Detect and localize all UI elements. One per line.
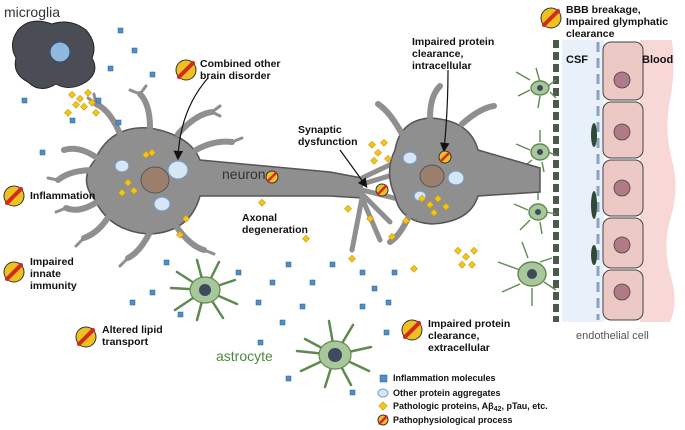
- astrocyte-endfeet: [497, 67, 559, 306]
- bbb-process-label: BBB breakage, Impaired glymphatic cleara…: [566, 4, 669, 40]
- neuron-label: neuron: [222, 166, 266, 182]
- blood-vessel: [640, 40, 676, 322]
- bbb-region: [553, 40, 676, 322]
- legend-inflammation-icon: [379, 374, 388, 383]
- legend-process-icon: [377, 414, 389, 426]
- axonal-degeneration-label: Axonal degeneration: [242, 212, 308, 236]
- pericytes: [591, 123, 597, 265]
- process-markers: [3, 7, 562, 348]
- pathologic-proteins: [64, 88, 478, 273]
- microglia-cell: [12, 20, 96, 89]
- legend-icons: [377, 374, 389, 426]
- inflammation-molecules: [21, 27, 398, 396]
- legend-pathologic-text: Pathologic proteins, Aβ42, pTau, etc.: [393, 401, 548, 413]
- annotation-arrows: [173, 69, 450, 188]
- legend-aggregate-icon: [377, 388, 389, 398]
- innate-immunity-label: Impaired innate immunity: [30, 256, 77, 292]
- legend-aggregates-text: Other protein aggregates: [393, 388, 501, 398]
- neuron-cell-2: [375, 83, 541, 245]
- intracellular-clearance-label: Impaired protein clearance, intracellula…: [412, 36, 495, 72]
- inflammation-label: Inflammation: [30, 190, 96, 202]
- legend-inflammation-text: Inflammation molecules: [393, 373, 496, 383]
- astrocyte-label: astrocyte: [216, 348, 273, 364]
- lipid-transport-label: Altered lipid transport: [102, 324, 163, 348]
- astrocyte-cell-1: [169, 258, 239, 322]
- endothelial-cells: [602, 41, 644, 321]
- csf-label: CSF: [566, 54, 588, 66]
- legend-pathologic-icon: [378, 401, 388, 411]
- microglia-label: microglia: [4, 4, 61, 20]
- endothelial-label: endothelial cell: [576, 330, 649, 342]
- synaptic-dysfunction-label: Synaptic dysfunction: [298, 124, 358, 148]
- astrocyte-cell-2: [295, 319, 373, 389]
- legend-process-text: Pathophysiological process: [393, 415, 513, 425]
- extracellular-clearance-label: Impaired protein clearance, extracellula…: [428, 318, 511, 354]
- blood-label: Blood: [642, 54, 674, 66]
- combined-disorder-label: Combined other brain disorder: [200, 58, 281, 82]
